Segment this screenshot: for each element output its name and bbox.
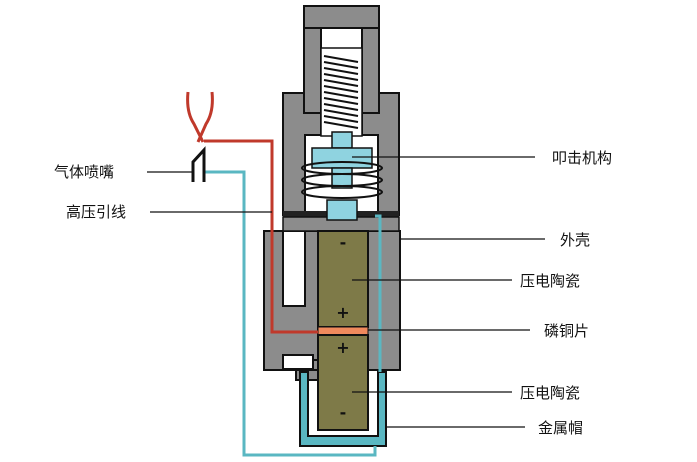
label-percussion-mechanism: 叩击机构 (552, 149, 612, 167)
label-housing: 外壳 (560, 231, 590, 249)
label-hv-lead: 高压引线 (66, 203, 126, 221)
high-voltage-wire (204, 139, 318, 334)
copper-sheet (317, 326, 369, 336)
label-copper-sheet: 磷铜片 (544, 322, 589, 340)
hammer (311, 131, 373, 221)
ground-wire (204, 170, 382, 457)
metal-cap (299, 371, 387, 447)
leader-lines (147, 156, 545, 428)
polarity-bottom-lower: - (340, 403, 347, 422)
lower-spring (301, 161, 383, 199)
piezo-ceramic-bottom (317, 334, 369, 431)
gas-nozzle (186, 91, 214, 182)
label-piezo-bottom: 压电陶瓷 (520, 384, 580, 402)
label-piezo-top: 压电陶瓷 (520, 272, 580, 290)
polarity-top-upper: - (340, 233, 347, 252)
polarity-bottom-upper: + (336, 338, 349, 357)
label-metal-cap: 金属帽 (538, 419, 583, 437)
piezo-ceramic-top (317, 230, 369, 328)
polarity-top-lower: + (336, 303, 349, 322)
piezo-stack: - + + - (317, 230, 369, 431)
upper-spring (320, 47, 363, 137)
label-gas-nozzle: 气体喷嘴 (54, 163, 114, 181)
